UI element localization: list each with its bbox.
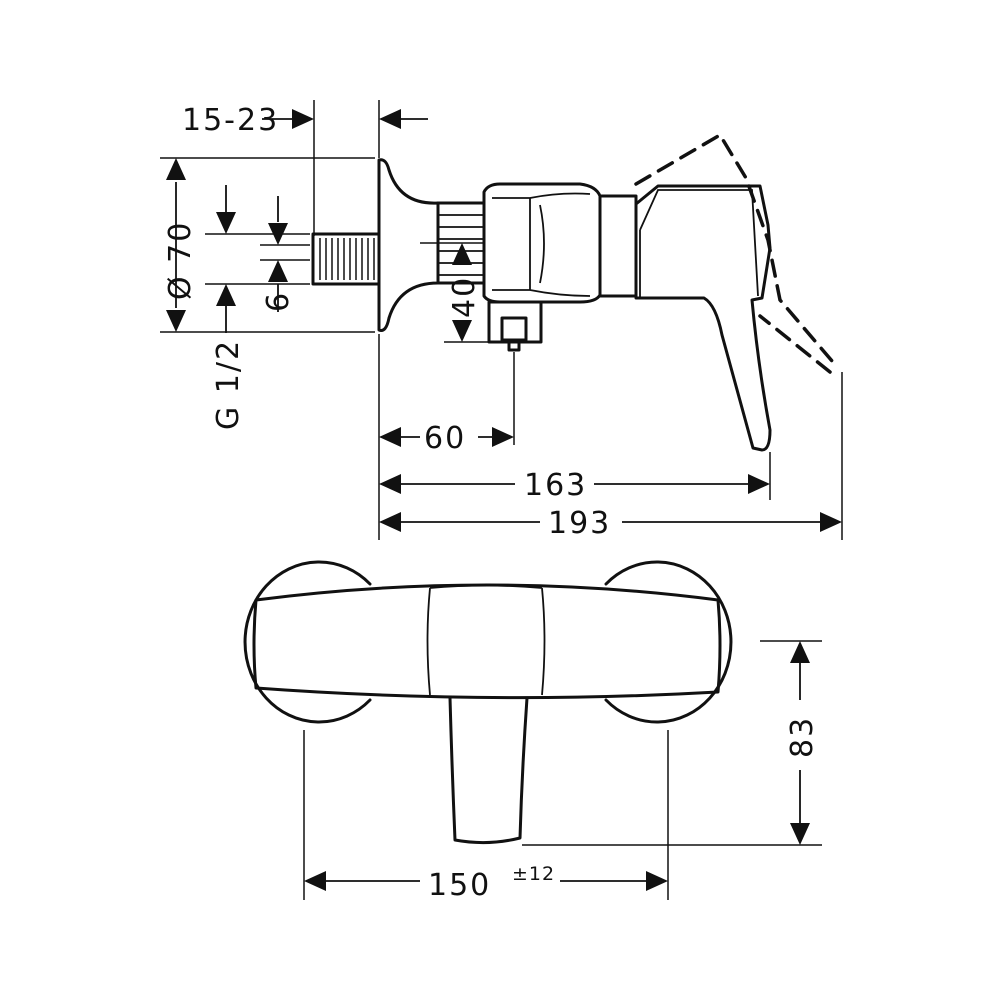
side-view-dimensions: 15-23 Ø 70 G 1/2 6 40 60 163 1 [160, 100, 843, 541]
arrow-thread-top [216, 212, 236, 234]
arrow-83-top [790, 641, 810, 663]
wall-flange [377, 158, 440, 332]
label-total-length: 193 [548, 506, 611, 541]
arrow-small-top [268, 223, 288, 245]
extension-lines-front [303, 640, 822, 900]
label-center-distance: 150 [428, 868, 491, 903]
mixer-body [482, 182, 602, 304]
arrow-dia70-top [166, 158, 186, 180]
arrow-193-left [379, 512, 401, 532]
extension-lines-side [160, 100, 843, 540]
rosette-right [604, 560, 733, 724]
label-wall-thickness: 15-23 [182, 103, 279, 138]
arrow-60-left [379, 427, 401, 447]
lever-handle [634, 184, 772, 452]
label-outlet-offset: 60 [424, 421, 466, 456]
arrow-outlet-bottom [452, 320, 472, 342]
cartridge-collar [598, 194, 638, 298]
arrow-150-right [646, 871, 668, 891]
label-thread: G 1/2 [211, 339, 246, 430]
arrow-dia70-bottom [166, 310, 186, 332]
arrow-thread-bottom [216, 284, 236, 306]
label-center-tolerance: ±12 [512, 863, 555, 885]
label-small-offset: 6 [261, 291, 296, 312]
inlet-nipple [311, 232, 381, 286]
arrow-outlet-top [452, 243, 472, 265]
front-view [243, 560, 733, 845]
arrow-163-left [379, 474, 401, 494]
arrow-15-23-right [379, 109, 401, 129]
lever-handle-front [448, 696, 529, 845]
arrow-83-bottom [790, 823, 810, 845]
label-depth-front: 83 [785, 716, 820, 758]
label-outlet-height: 40 [447, 276, 482, 318]
arrow-163-right [748, 474, 770, 494]
front-view-dimensions: 150 ±12 83 [303, 640, 822, 903]
arrow-15-23-left [292, 109, 314, 129]
side-view [311, 132, 840, 452]
label-handle-length: 163 [524, 468, 587, 503]
outlet-fitting [487, 300, 543, 352]
arrow-small-bottom [268, 260, 288, 282]
arrow-150-left [304, 871, 326, 891]
body-bar [252, 583, 722, 700]
arrow-60-right [492, 427, 514, 447]
lever-handle-open-dashed [634, 132, 840, 374]
label-flange-diameter: Ø 70 [163, 221, 198, 300]
arrow-193-right [820, 512, 842, 532]
rosette-left [243, 560, 372, 724]
